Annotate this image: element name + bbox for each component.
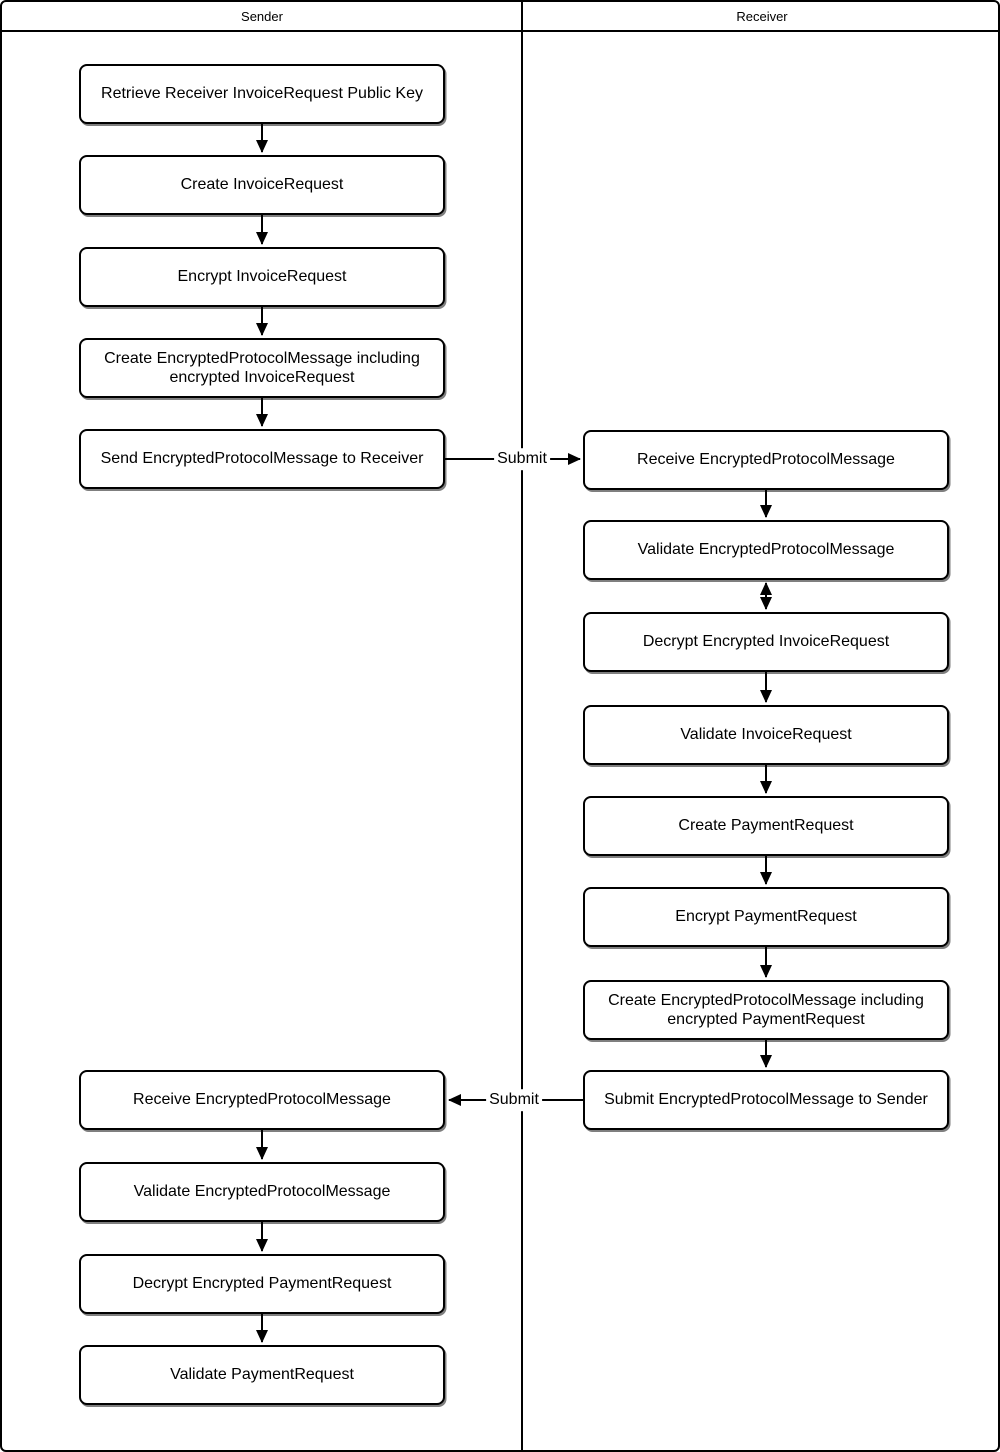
node-sender-receive-encryptedprotocolmessage: Receive EncryptedProtocolMessage — [79, 1070, 445, 1130]
lane-divider — [521, 2, 523, 1450]
node-decrypt-encrypted-invoicerequest: Decrypt Encrypted InvoiceRequest — [583, 612, 949, 672]
lane-title-sender: Sender — [241, 9, 283, 24]
node-receiver-validate-encryptedprotocolmessage: Validate EncryptedProtocolMessage — [583, 520, 949, 580]
node-submit-encryptedprotocolmessage-to-sender: Submit EncryptedProtocolMessage to Sende… — [583, 1070, 949, 1130]
node-sender-validate-encryptedprotocolmessage: Validate EncryptedProtocolMessage — [79, 1162, 445, 1222]
node-receiver-receive-encryptedprotocolmessage: Receive EncryptedProtocolMessage — [583, 430, 949, 490]
lane-title-receiver: Receiver — [736, 9, 788, 24]
node-validate-paymentrequest: Validate PaymentRequest — [79, 1345, 445, 1405]
node-validate-invoicerequest: Validate InvoiceRequest — [583, 705, 949, 765]
submit-label-to-receiver: Submit — [494, 448, 550, 470]
node-create-encryptedprotocolmessage-invoicerequest: Create EncryptedProtocolMessage includin… — [79, 338, 445, 398]
node-encrypt-invoicerequest: Encrypt InvoiceRequest — [79, 247, 445, 307]
node-send-encryptedprotocolmessage-to-receiver: Send EncryptedProtocolMessage to Receive… — [79, 429, 445, 489]
node-decrypt-encrypted-paymentrequest: Decrypt Encrypted PaymentRequest — [79, 1254, 445, 1314]
node-retrieve-receiver-invoicerequest-public-key: Retrieve Receiver InvoiceRequest Public … — [79, 64, 445, 124]
node-encrypt-paymentrequest: Encrypt PaymentRequest — [583, 887, 949, 947]
node-create-invoicerequest: Create InvoiceRequest — [79, 155, 445, 215]
node-create-paymentrequest: Create PaymentRequest — [583, 796, 949, 856]
submit-label-to-sender: Submit — [486, 1089, 542, 1111]
node-create-encryptedprotocolmessage-paymentrequest: Create EncryptedProtocolMessage includin… — [583, 980, 949, 1040]
lane-header-row — [2, 2, 998, 32]
